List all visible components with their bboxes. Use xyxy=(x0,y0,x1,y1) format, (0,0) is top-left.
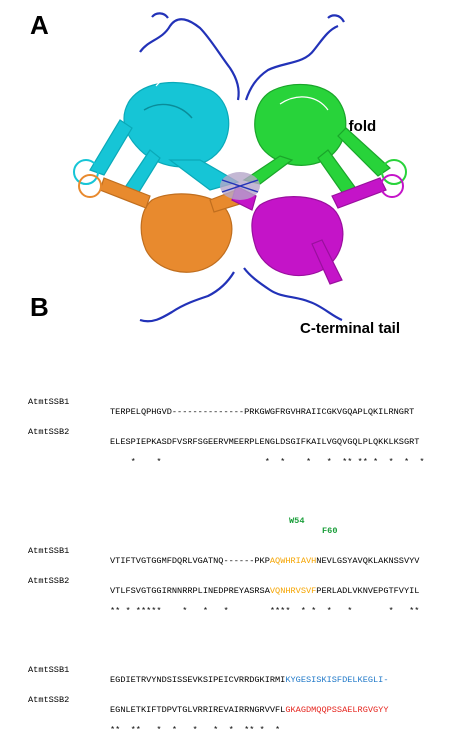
sequence-segment: NEVLGSYAVQKLAKNSSVYV xyxy=(316,556,420,566)
sequence-name: AtmtSSB2 xyxy=(28,695,70,705)
chain-cyan xyxy=(73,73,240,201)
chain-orange xyxy=(78,174,241,273)
conservation-marks: ** * ***** * * * **** * * * * * ** xyxy=(110,606,420,616)
conservation-row: ** * ***** * * * **** * * * * * ** xyxy=(0,596,474,616)
sequence-segment: VTIFTVGTGGMFDQRLVGATNQ------PKP xyxy=(110,556,270,566)
sequence-segment: EGDIETRVYNDSISSEVKSIPEICVRRDGKIRMI xyxy=(110,675,286,685)
sequence-text: ELESPIEPKASDFVSRFSGEERVMEERPLENGLDSGIFKA… xyxy=(110,437,420,447)
sequence-text: VTLFSVGTGGIRNNRRPLINEDPREYASRSAVQNHRVSVF… xyxy=(110,586,419,596)
conservation-marks: * * * * * * ** ** * * * * xyxy=(110,457,425,467)
sequence-text: EGDIETRVYNDSISSEVKSIPEICVRRDGKIRMIKYGESI… xyxy=(110,675,389,685)
c-terminal-tails xyxy=(139,12,345,323)
sequence-alignment: AtmtSSB1 TERPELQPHGVD--------------PRKGW… xyxy=(0,367,474,735)
sequence-name: AtmtSSB2 xyxy=(28,427,70,437)
sequence-segment: EGNLETKIFTDPVTGLVRRIREVAIRRNGRVVFL xyxy=(110,705,286,715)
highlighted-tail-ssb2: GKAGDMQQPSSAELRGVGYY xyxy=(285,705,389,715)
chain-magenta xyxy=(231,174,404,285)
sequence-text: VTIFTVGTGGMFDQRLVGATNQ------PKPAQWHRIAVH… xyxy=(110,556,419,566)
conservation-marks: ** ** * * * * * ** * * xyxy=(110,725,281,735)
sequence-text: TERPELQPHGVD--------------PRKGWGFRGVHRAI… xyxy=(110,407,415,417)
highlighted-motif: AQWHRIAVH xyxy=(269,556,317,566)
sequence-name: AtmtSSB2 xyxy=(28,576,70,586)
sequence-name: AtmtSSB1 xyxy=(28,665,70,675)
alignment-row: AtmtSSB2 EGNLETKIFTDPVTGLVRRIREVAIRRNGRV… xyxy=(0,685,474,715)
alignment-row: AtmtSSB1 EGDIETRVYNDSISSEVKSIPEICVRRDGKI… xyxy=(0,655,474,685)
sequence-name: AtmtSSB1 xyxy=(28,546,70,556)
conservation-row: ** ** * * * * * ** * * xyxy=(0,715,474,735)
conservation-row: * * * * * * ** ** * * * * xyxy=(0,447,474,467)
alignment-row: AtmtSSB1 TERPELQPHGVD--------------PRKGW… xyxy=(0,387,474,417)
sequence-segment: PERLADLVKNVEPGTFVYIL xyxy=(316,586,420,596)
alignment-row: AtmtSSB2 ELESPIEPKASDFVSRFSGEERVMEERPLEN… xyxy=(0,417,474,447)
central-interface xyxy=(220,172,260,200)
sequence-segment: VTLFSVGTGGIRNNRRPLINEDPREYASRSA xyxy=(110,586,270,596)
sequence-text: EGNLETKIFTDPVTGLVRRIREVAIRRNGRVVFLGKAGDM… xyxy=(110,705,389,715)
chain-green xyxy=(242,83,407,199)
panel-b-label: B xyxy=(30,292,49,322)
mutation-marker-row: W54 F60 xyxy=(0,506,474,536)
sequence-name: AtmtSSB1 xyxy=(28,397,70,407)
protein-structure-figure xyxy=(73,12,407,323)
highlighted-motif: VQNHRVSVF xyxy=(269,586,317,596)
alignment-row: AtmtSSB1 VTIFTVGTGGMFDQRLVGATNQ------PKP… xyxy=(0,536,474,566)
panel-a-label: A xyxy=(30,10,49,40)
alignment-row: AtmtSSB2 VTLFSVGTGGIRNNRRPLINEDPREYASRSA… xyxy=(0,566,474,596)
f60-marker: F60 xyxy=(322,526,338,536)
highlighted-tail-ssb1: KYGESISKISFDELKEGLI- xyxy=(285,675,389,685)
w54-marker: W54 xyxy=(289,516,305,526)
c-terminal-tail-label: C-terminal tail xyxy=(300,320,401,337)
